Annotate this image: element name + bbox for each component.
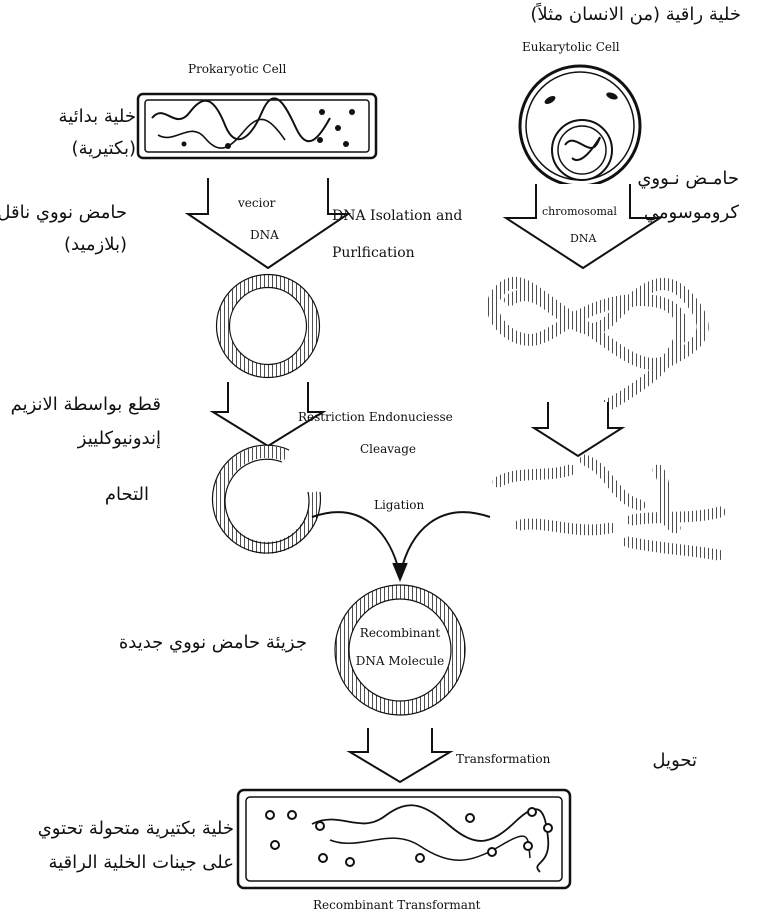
prokaryote-english-label: Prokaryotic Cell [188,62,287,76]
prokaryote-arabic-line1: خلية بدائية [58,106,136,127]
ligation-arrow-left [311,511,401,576]
chromosomal-arabic-line2: كروموسومي [643,202,739,223]
cleave-arrow-right [530,402,626,458]
vector-dna-arrow [184,178,352,270]
eukaryotic-cell-shape [518,64,642,188]
transformant-cell-shape [236,788,572,890]
transformant-arabic-line1: خلية بكتيرية متحولة تحتوي [37,818,234,839]
plasmid-ring [216,274,320,378]
restriction-label-line1: Restriction Endonuciesse [298,410,453,424]
ligation-arabic-label: التحام [104,484,149,505]
transformant-arabic-line2: على جينات الخلية الراقية [48,852,234,873]
ligation-label: Ligation [374,498,425,512]
vector-arabic-line2: (بلازميد) [63,234,127,255]
vector-arabic-line1: حامض نووي ناقل [0,202,127,223]
isolation-label-line1: DNA Isolation and [332,208,463,224]
transformation-arabic-label: تحويل [652,750,697,771]
recombinant-arabic-label: جزيئة حامض نووي جديدة [118,632,307,653]
transformation-arrow [346,728,454,784]
chromosomal-dna-strand [486,276,709,426]
recombinant-dna-ring [335,585,465,715]
vector-label-line1: vecior [238,196,276,210]
transformant-english-label: Recombinant Transformant [313,898,481,912]
chromosomal-label-line2: DNA [570,232,597,245]
chromosomal-dna-arrow [502,184,664,270]
vector-label-line2: DNA [250,228,279,242]
restriction-label-line2: Cleavage [360,442,416,456]
dna-fragments [492,454,726,561]
eukaryote-arabic-label: خلية راقية (من الانسان مثلاً) [530,4,741,25]
chromosomal-label-line1: chromosomal [542,205,617,218]
ligation-arrow-right [399,511,491,576]
chromosomal-arabic-line1: حامـض نـووي [637,168,739,189]
isolation-label-line2: Purlfication [332,245,415,261]
recombinant-label-line2: DNA Molecule [355,654,445,668]
eukaryote-english-label: Eukarytolic Cell [522,40,620,54]
restriction-arabic-line2: إندونيوكلييز [77,428,161,449]
restriction-arabic-line1: قطع بواسطة الانزيم [10,394,161,415]
transformation-label: Transformation [456,752,551,766]
prokaryotic-cell-shape [136,92,378,160]
recombinant-label-line1: Recombinant [359,626,441,640]
cut-plasmid [212,446,321,554]
prokaryote-arabic-line2: (بكتيرية) [71,138,136,159]
